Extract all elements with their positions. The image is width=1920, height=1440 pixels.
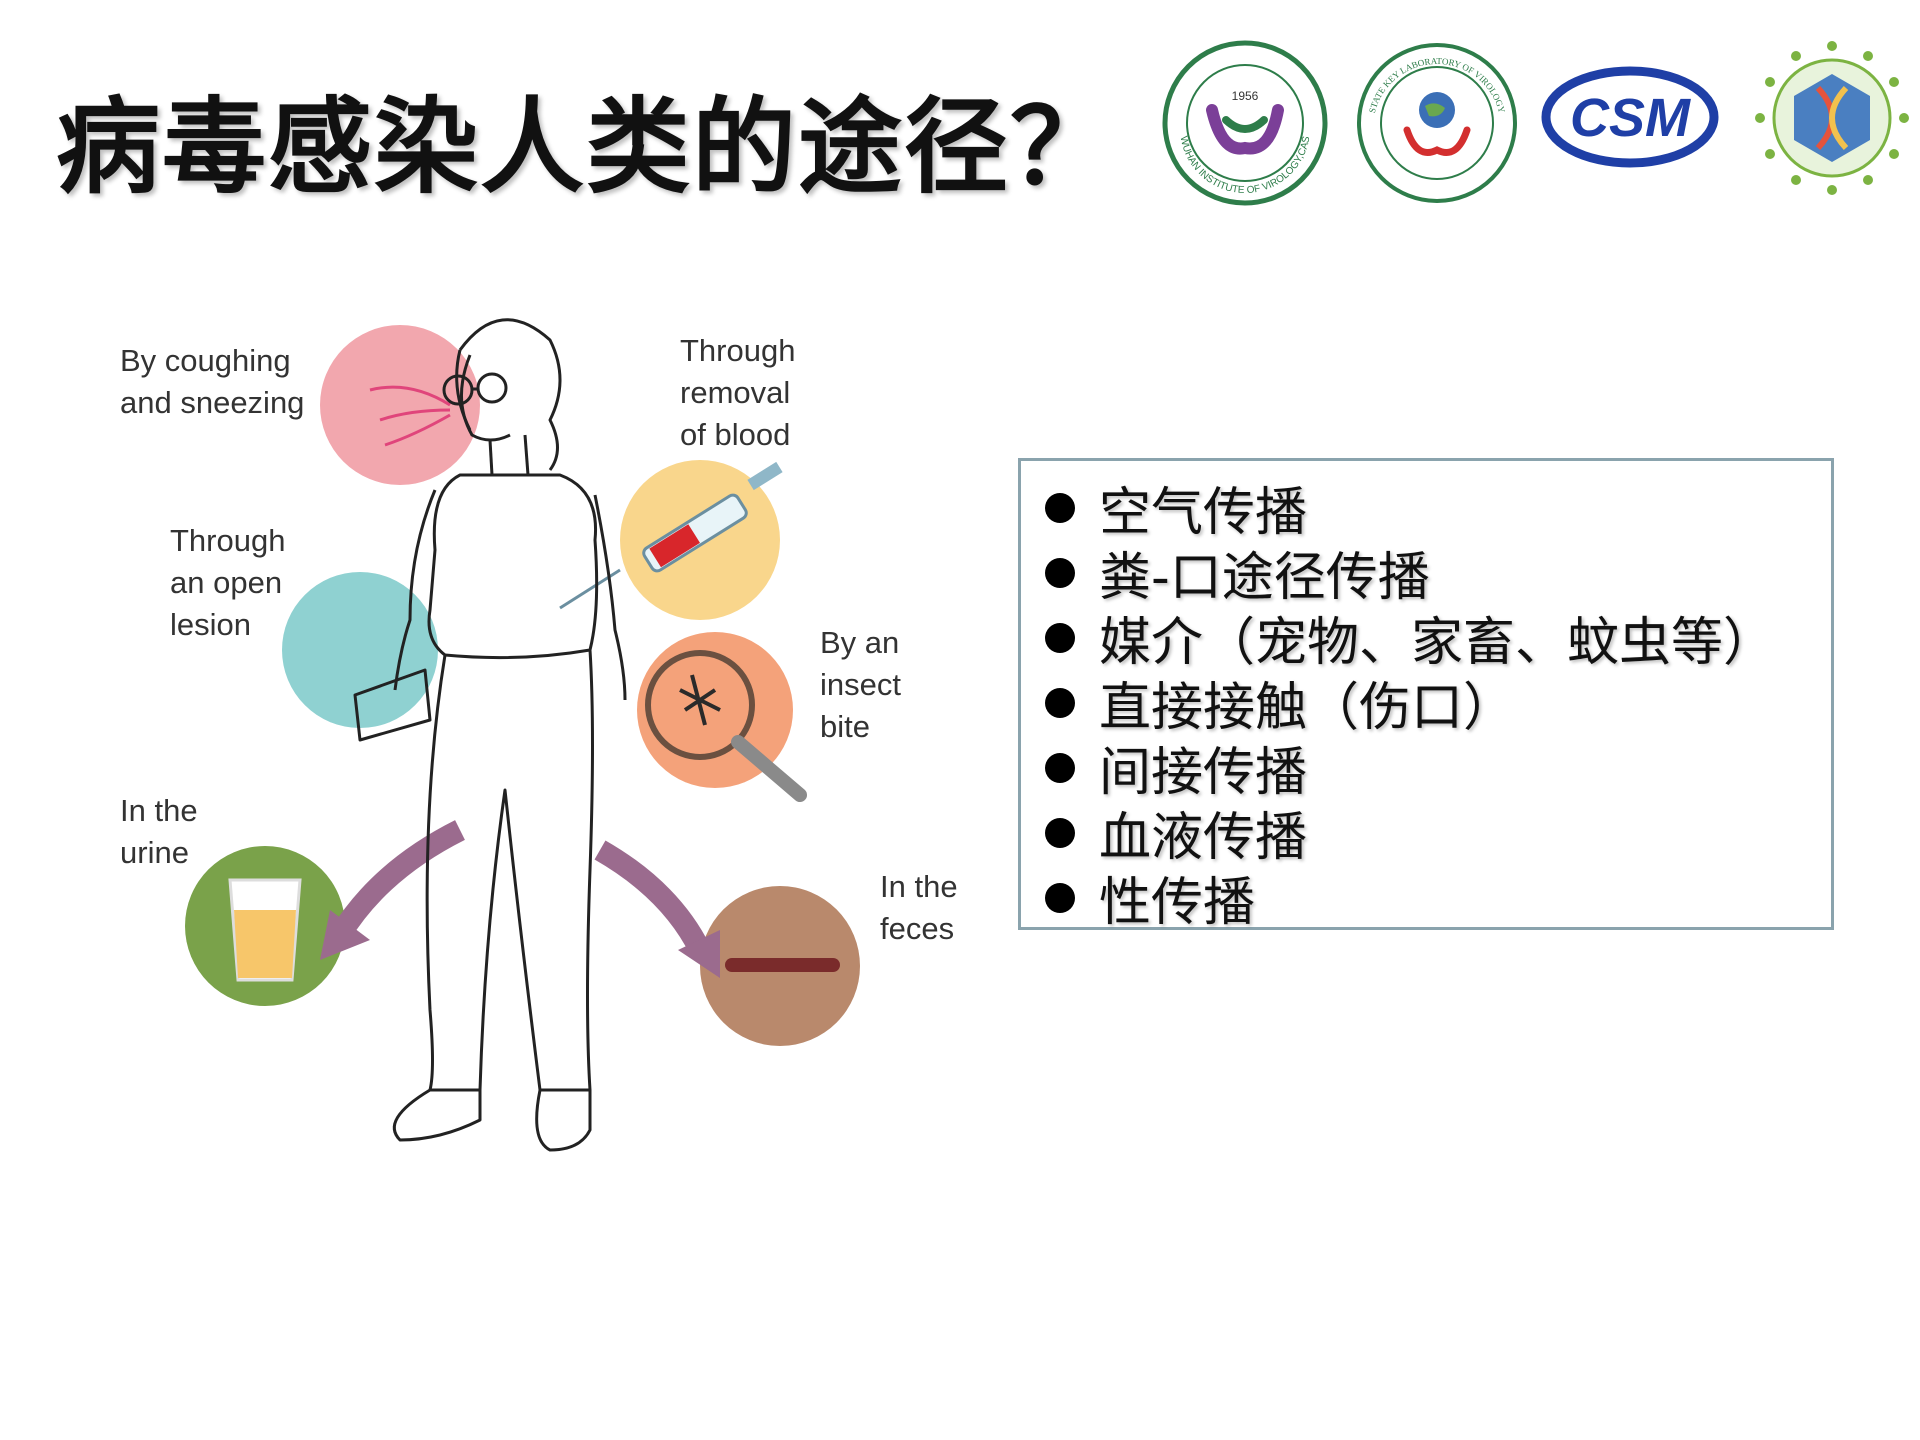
- slide-title: 病毒感染人类的途径？: [56, 86, 1117, 208]
- list-item-text: 媒介（宠物、家畜、蚊虫等）: [1099, 613, 1776, 673]
- list-item-text: 空气传播: [1099, 483, 1308, 543]
- infection-routes-illustration: By coughing and sneezing Through removal…: [80, 310, 1020, 1290]
- list-item-text: 间接传播: [1099, 743, 1308, 803]
- route-label-blood: Through removal of blood: [680, 333, 796, 452]
- list-item-text: 粪-口途径传播: [1099, 548, 1430, 608]
- state-key-laboratory-of-virology-logo: STATE KEY LABORATORY OF VIROLOGY: [1357, 43, 1517, 203]
- transmission-routes-list: 空气传播 粪-口途径传播 媒介（宠物、家畜、蚊虫等） 直接接触（伤口） 间接传播…: [1045, 475, 1831, 933]
- list-item: 间接传播: [1045, 735, 1831, 803]
- dna-hexagon-logo: [1755, 41, 1909, 195]
- bullet-dot-icon: [1045, 622, 1075, 653]
- bullet-dot-icon: [1045, 557, 1075, 588]
- sneeze-lines-icon: [369, 385, 451, 447]
- bullet-dot-icon: [1045, 492, 1075, 523]
- illustration-drawing: [185, 318, 860, 1152]
- list-item: 粪-口途径传播: [1045, 540, 1831, 608]
- route-label-insect-bite: By an insect bite: [820, 625, 901, 744]
- route-label-urine: In the urine: [120, 793, 198, 870]
- list-item: 媒介（宠物、家畜、蚊虫等）: [1045, 605, 1831, 673]
- list-item: 性传播: [1045, 865, 1831, 933]
- csm-logo: CSM: [1541, 66, 1719, 168]
- list-item-text: 性传播: [1099, 873, 1256, 933]
- feces-arrow: [594, 840, 710, 956]
- list-item-text: 血液传播: [1099, 808, 1308, 868]
- route-label-feces: In the feces: [880, 869, 958, 946]
- feces-icon: [725, 958, 840, 972]
- transmission-routes-box: 空气传播 粪-口途径传播 媒介（宠物、家畜、蚊虫等） 直接接触（伤口） 间接传播…: [1018, 458, 1834, 933]
- person-figure: [353, 318, 627, 1152]
- route-label-coughing: By coughing and sneezing: [120, 343, 305, 420]
- coughing-circle: [320, 325, 480, 485]
- list-item: 空气传播: [1045, 475, 1831, 543]
- lesion-circle: [282, 572, 438, 728]
- bullet-dot-icon: [1045, 882, 1075, 913]
- wuhan-institute-of-virology-logo: 1956 WUHAN INSTITUTE OF VIROLOGY,CAS: [1162, 40, 1328, 206]
- urine-glass-icon: [228, 878, 302, 982]
- wiv-logo-year: 1956: [1232, 89, 1259, 103]
- bullet-dot-icon: [1045, 687, 1075, 718]
- bullet-dot-icon: [1045, 752, 1075, 783]
- magnifier-insect-icon: [645, 650, 807, 802]
- route-label-lesion: Through an open lesion: [170, 523, 286, 642]
- bullet-dot-icon: [1045, 817, 1075, 848]
- csm-logo-text: CSM: [1570, 88, 1691, 148]
- list-item: 直接接触（伤口）: [1045, 670, 1831, 738]
- list-item-text: 直接接触（伤口）: [1099, 678, 1516, 738]
- urine-arrow: [330, 820, 465, 941]
- syringe-icon: [559, 461, 783, 610]
- list-item: 血液传播: [1045, 800, 1831, 868]
